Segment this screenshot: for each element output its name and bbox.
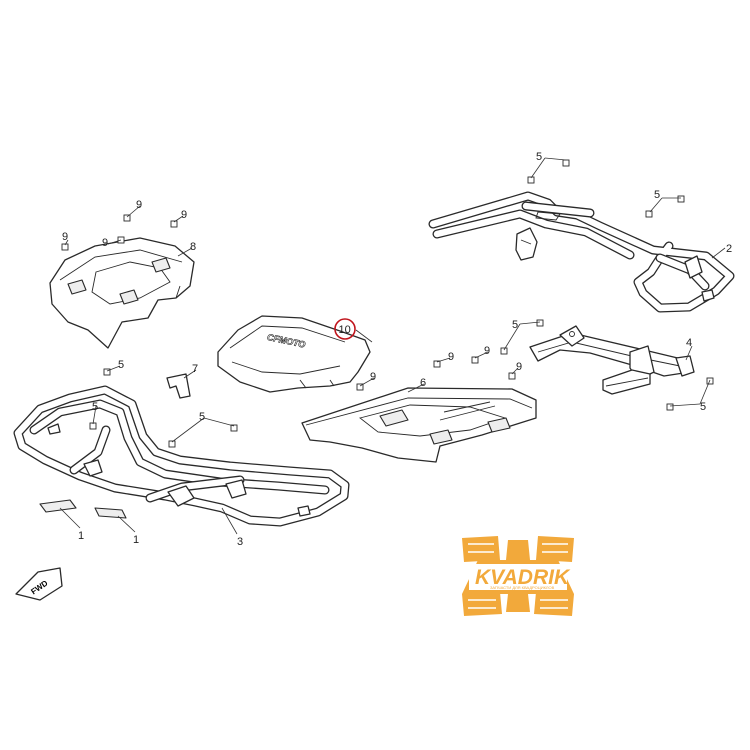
part-10-rear-cover[interactable]: CFMOTO [217, 315, 371, 393]
part-6-cargo-platform[interactable] [301, 387, 537, 463]
callout-9: 9 [181, 209, 187, 221]
part-7-hook-clip[interactable] [166, 373, 191, 399]
callout-5: 5 [92, 401, 98, 413]
callout-5: 5 [199, 411, 205, 423]
part-1-reflector-right[interactable] [94, 507, 127, 519]
callout-2: 2 [726, 243, 732, 255]
highlight-ring [334, 318, 356, 340]
kvadrik-watermark: KVADRIK ЗАПЧАСТИ ДЛЯ КВАДРОЦИКЛОВ [462, 536, 574, 616]
callout-9: 9 [516, 361, 522, 373]
callout-1: 1 [133, 534, 139, 546]
callout-5: 5 [118, 359, 124, 371]
callout-6: 6 [420, 377, 426, 389]
part-4-rack-bracket[interactable] [529, 325, 695, 395]
watermark-tagline: ЗАПЧАСТИ ДЛЯ КВАДРОЦИКЛОВ [490, 585, 555, 590]
callout-10-highlight[interactable]: 10 [334, 318, 356, 340]
part-1-reflector-left[interactable] [39, 499, 77, 513]
callout-9: 9 [448, 351, 454, 363]
part-2-rear-rack-frame[interactable] [428, 191, 735, 313]
callout-5: 5 [654, 189, 660, 201]
watermark-banner [469, 564, 567, 590]
callout-5: 5 [536, 151, 542, 163]
callout-10: 10 [339, 324, 351, 336]
fastener-bolts [61, 159, 714, 448]
leader-lines [59, 157, 726, 535]
callout-5: 5 [512, 319, 518, 331]
callout-9: 9 [370, 371, 376, 383]
part-3-front-rack-frame[interactable] [13, 385, 350, 527]
callout-9: 9 [62, 231, 68, 243]
part-8-front-cargo-tray[interactable] [49, 237, 195, 349]
callout-8: 8 [190, 241, 196, 253]
callout-7: 7 [192, 363, 198, 375]
forward-direction-arrow: FWD [15, 567, 63, 601]
callout-9: 9 [102, 237, 108, 249]
callout-5: 5 [700, 401, 706, 413]
callout-3: 3 [237, 536, 243, 548]
callout-labels: 5 5 2 5 4 5 9 9 8 9 9 5 5 5 7 3 1 1 9 6 … [62, 151, 732, 548]
watermark-brand: KVADRIK [475, 566, 571, 589]
callout-1: 1 [78, 530, 84, 542]
callout-9: 9 [136, 199, 142, 211]
callout-9: 9 [484, 345, 490, 357]
callout-4: 4 [686, 337, 692, 349]
